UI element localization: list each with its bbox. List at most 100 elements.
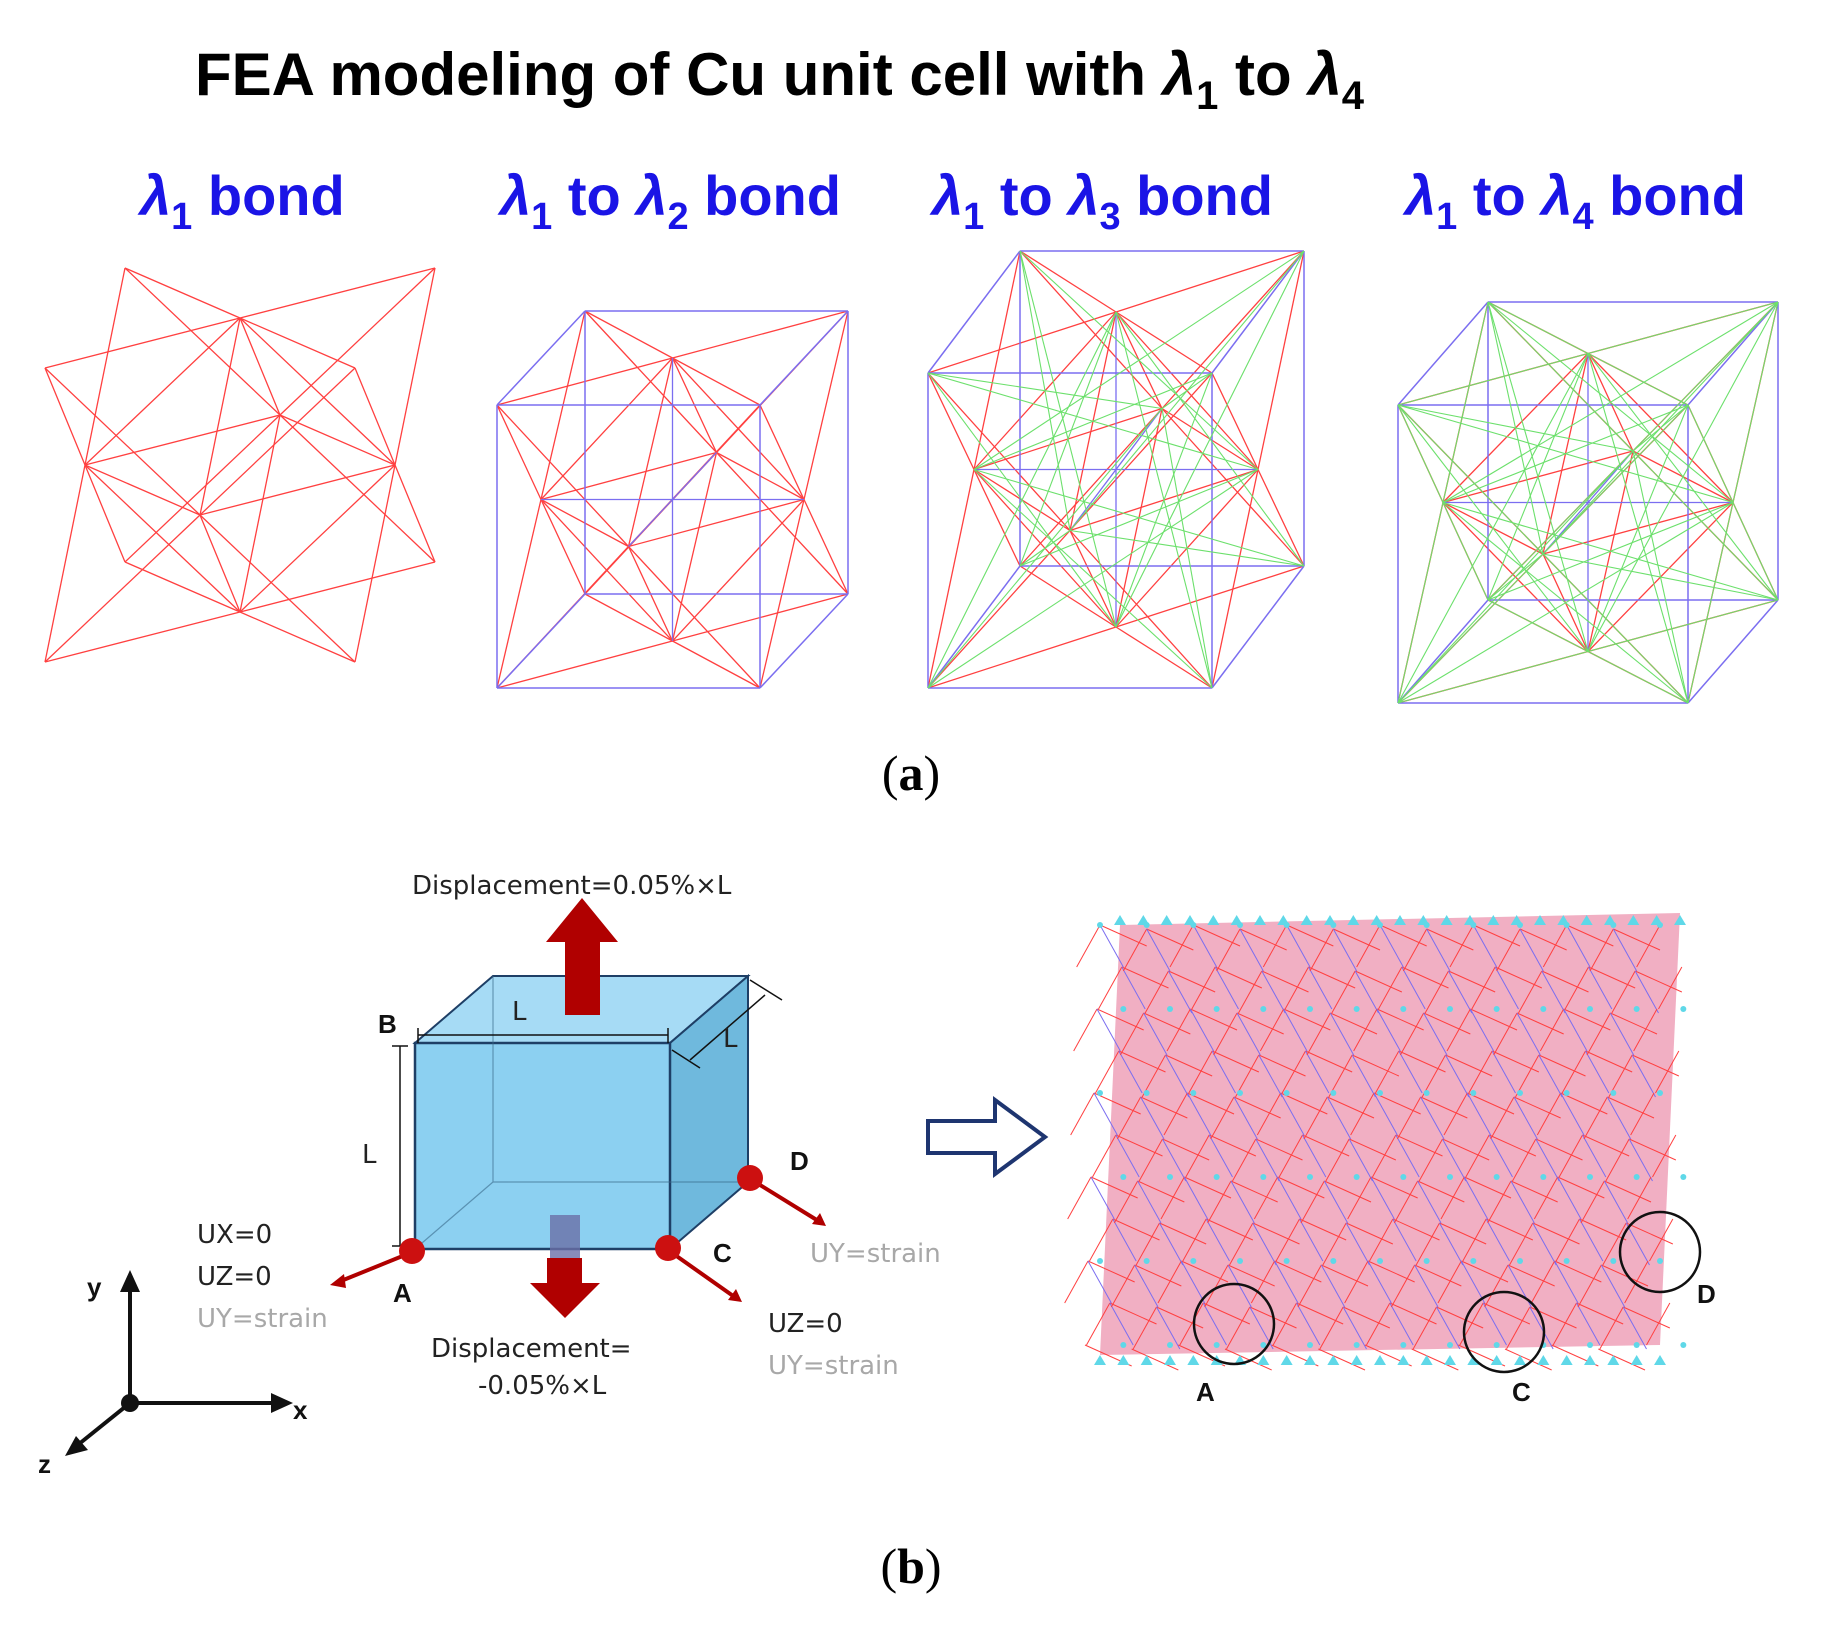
lambda1-bond — [124, 561, 241, 613]
mesh-bond — [1577, 1264, 1602, 1308]
caption-b: (b) — [880, 1538, 941, 1594]
mesh-bond — [1122, 928, 1148, 972]
mesh-bond — [1646, 1302, 1671, 1346]
mesh-bond — [1613, 928, 1661, 951]
dim-label-top: L — [512, 997, 527, 1027]
support-node — [1654, 1355, 1666, 1365]
mesh-bond — [1628, 1138, 1677, 1161]
mesh-bond — [1513, 1096, 1538, 1140]
mesh-bond — [1328, 1054, 1353, 1098]
mesh-bond — [1446, 1008, 1471, 1052]
mesh-node — [1283, 1258, 1290, 1264]
p3-lambda: λ — [929, 164, 963, 227]
mesh-bond — [1552, 1302, 1577, 1346]
bc-d-uy: UY=strain — [810, 1239, 941, 1269]
mesh-bond — [1566, 924, 1591, 968]
title-text: FEA modeling of Cu unit cell with — [195, 41, 1163, 108]
mesh-bond — [1609, 1012, 1635, 1056]
panel-2-heading: λ1 to λ2 bond — [497, 164, 841, 238]
mesh-bond — [1516, 1012, 1541, 1056]
lambda1-bond — [239, 317, 281, 416]
mesh-bond — [1191, 966, 1216, 1010]
mesh-bond — [1601, 1264, 1649, 1287]
mesh-bond — [1134, 1264, 1182, 1287]
axis-y-label: y — [87, 1272, 102, 1302]
mesh-bond — [1087, 1260, 1112, 1304]
lambda1-bond — [627, 357, 674, 547]
lambda4-bond — [1397, 301, 1489, 704]
mesh-node — [1633, 1006, 1640, 1012]
support-node — [1327, 1355, 1340, 1365]
mesh-bond — [1494, 966, 1519, 1010]
mesh-node — [1657, 922, 1663, 928]
mesh-bond — [1519, 928, 1544, 972]
mesh-bond — [1089, 1218, 1114, 1262]
mesh-node — [1447, 1174, 1453, 1180]
mesh-bond — [1582, 1134, 1607, 1178]
mesh-bond — [1320, 1264, 1346, 1308]
mesh-bond — [1168, 970, 1216, 993]
lambda2-bond — [1211, 565, 1305, 689]
mesh-bond — [1261, 970, 1309, 993]
mesh-bond — [1121, 966, 1146, 1010]
mesh-node — [1167, 1006, 1173, 1012]
mesh-node — [1237, 1090, 1243, 1096]
mesh-bond — [1189, 1008, 1215, 1052]
mesh-bond — [1238, 970, 1263, 1014]
corner-a — [330, 1238, 425, 1288]
mesh-bond — [1484, 1264, 1509, 1308]
mesh-bond — [1137, 1180, 1162, 1224]
mesh-bond — [1554, 1260, 1579, 1304]
support-node — [1280, 1355, 1293, 1365]
mesh-bond — [1608, 1054, 1633, 1098]
mesh-bond — [1283, 1008, 1308, 1052]
lambda1-bond — [973, 250, 1021, 470]
mesh-bond — [1589, 928, 1614, 972]
support-node — [1397, 1355, 1410, 1365]
mesh-bond — [1541, 970, 1589, 993]
mesh-bond — [1442, 1138, 1467, 1182]
lambda1-bond — [1019, 565, 1117, 628]
mesh-bond — [1622, 1306, 1647, 1350]
figure-title: FEA modeling of Cu unit cell with λ1 to … — [195, 41, 1365, 118]
corner-c — [655, 1235, 742, 1302]
lattice-mesh-model — [1064, 913, 1687, 1371]
mesh-bond — [1092, 1134, 1117, 1178]
mesh-bond — [1354, 970, 1403, 993]
mesh-bond — [1583, 1096, 1608, 1140]
mesh-bond — [1353, 1008, 1378, 1052]
caption-a: (a) — [882, 745, 940, 801]
mesh-bond — [1166, 1008, 1191, 1052]
coordinate-axes — [65, 1270, 293, 1456]
mesh-bond — [1070, 1092, 1095, 1136]
mesh-bond — [1392, 1218, 1417, 1262]
lambda1-bond — [44, 317, 241, 369]
mesh-bond — [1146, 928, 1171, 972]
mesh-bond — [1256, 1092, 1282, 1136]
mesh-bond — [1411, 1348, 1459, 1371]
lambda1-bond — [496, 640, 673, 689]
mesh-node — [1353, 1006, 1360, 1012]
mesh-bond — [1630, 1092, 1655, 1136]
lambda3-bond — [1397, 502, 1734, 704]
mesh-bond — [1342, 1306, 1367, 1350]
mesh-bond — [1468, 1050, 1493, 1094]
mesh-bond — [1576, 1302, 1601, 1346]
lambda1-bond — [199, 514, 356, 663]
mesh-bond — [1163, 1092, 1188, 1136]
mesh-node — [1120, 1006, 1127, 1012]
lambda2-bond — [927, 565, 1021, 689]
lambda2-bond — [1211, 250, 1305, 374]
mesh-bond — [1156, 1306, 1181, 1350]
mesh-bond — [1376, 1008, 1401, 1052]
lambda1-bond — [759, 404, 805, 500]
mesh-node — [1143, 1090, 1150, 1096]
mesh-bond — [1370, 1176, 1395, 1220]
lambda1-bond — [239, 414, 281, 613]
support-node — [1674, 915, 1686, 925]
p2-sub1: 1 — [531, 196, 552, 238]
mesh-node — [1213, 1342, 1220, 1348]
lambda2-bond — [759, 593, 849, 689]
mesh-bond — [1607, 1096, 1655, 1119]
mesh-bond — [1119, 1012, 1145, 1056]
